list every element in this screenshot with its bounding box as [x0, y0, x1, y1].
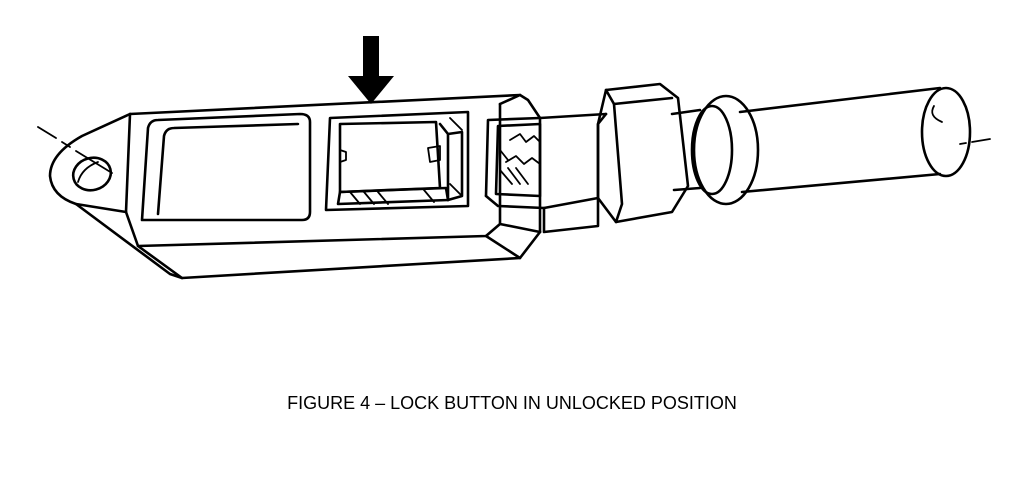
connector-sleeve — [484, 112, 608, 234]
left-window — [140, 112, 312, 222]
hex-collar — [596, 82, 690, 224]
figure-caption: FIGURE 4 – LOCK BUTTON IN UNLOCKED POSIT… — [287, 393, 737, 413]
lock-button-window — [324, 110, 470, 212]
eyelet-hole — [71, 156, 113, 192]
down-arrow-icon — [348, 36, 394, 104]
cable-assembly — [670, 86, 972, 206]
lock-housing — [48, 93, 542, 280]
right-centerline — [959, 138, 991, 145]
